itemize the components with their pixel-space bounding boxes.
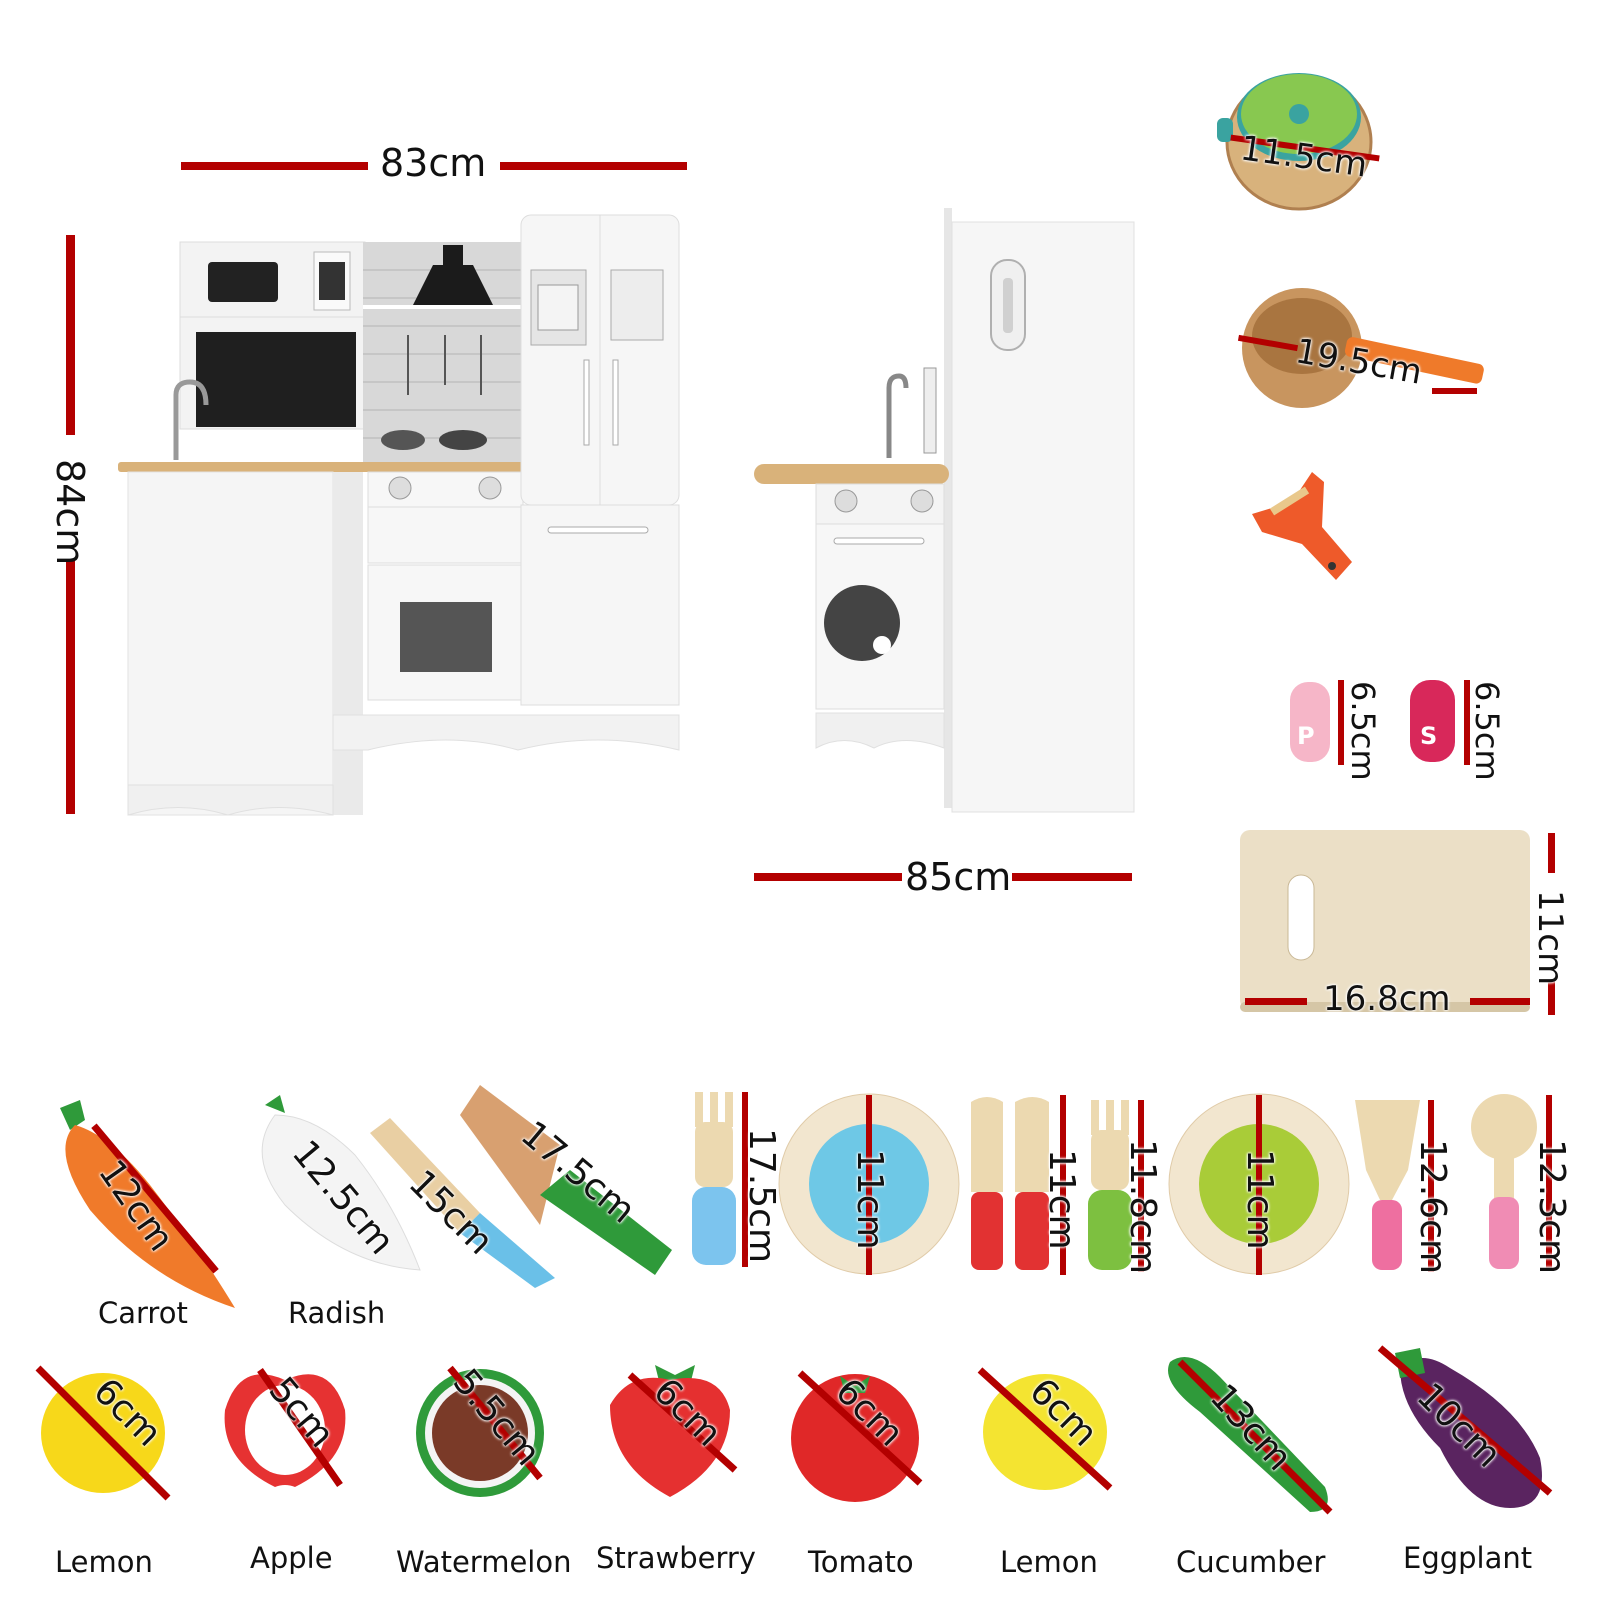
board-height-dimension-line-bottom (1548, 980, 1555, 1015)
blue-plate-dimension-line (866, 1095, 872, 1275)
board-width-label: 16.8cm (1323, 979, 1451, 1019)
blue-plate-size-label: 11cm (849, 1149, 890, 1250)
height-dimension-line-top (66, 235, 75, 435)
large-knife-illustration (460, 1085, 672, 1275)
kitchen-front-illustration (118, 214, 680, 816)
pepper-shaker-dimension-line (1338, 680, 1344, 765)
width-dimension-line-right (500, 162, 687, 170)
tomato-illustration (791, 1370, 923, 1502)
salt-shaker-size-label: 6.5cm (1468, 681, 1506, 781)
pepper-shaker-size-label: 6.5cm (1344, 681, 1382, 781)
kitchen-depth-label: 85cm (905, 855, 1012, 899)
depth-dimension-line-right (1012, 873, 1132, 881)
board-height-dimension-line-top (1548, 833, 1555, 873)
green-plate-size-label: 11cm (1239, 1149, 1280, 1250)
fruit-name-label-strawberry: Strawberry (596, 1541, 756, 1575)
small-knife-illustration (370, 1118, 555, 1288)
fruit-name-label-tomato: Tomato (808, 1545, 914, 1579)
pan-illustration (1242, 288, 1484, 408)
red-knives-illustration (971, 1097, 1049, 1270)
strawberry-illustration (610, 1365, 738, 1497)
pepper-shaker-illustration (1290, 682, 1330, 762)
spatula-dimension-line (1428, 1100, 1434, 1272)
fruit-name-label-watermelon: Watermelon (396, 1545, 572, 1579)
pan-dimension-line-right (1432, 388, 1477, 394)
cucumber-illustration (1168, 1357, 1333, 1515)
blue-fork-illustration (692, 1092, 736, 1265)
spatula-size-label: 12.6cm (1412, 1139, 1453, 1275)
eggplant-illustration (1377, 1345, 1553, 1508)
radish-illustration (261, 1095, 421, 1271)
lemon-illustration (35, 1365, 171, 1501)
height-dimension-line-bottom (66, 560, 75, 814)
spatula-illustration (1355, 1100, 1420, 1270)
spoon-dimension-line (1546, 1095, 1552, 1270)
fruit-name-label-apple: Apple (250, 1541, 333, 1575)
carrot-name-label: Carrot (98, 1296, 188, 1330)
salt-shaker-letter: S (1420, 722, 1438, 750)
apple-illustration (224, 1368, 346, 1487)
green-fork-illustration (1088, 1100, 1132, 1270)
spoon-size-label: 12.3cm (1531, 1139, 1572, 1275)
fruit-name-label-cucumber: Cucumber (1176, 1545, 1326, 1579)
board-width-dimension-line-left (1245, 998, 1307, 1005)
carrot-illustration (60, 1100, 235, 1308)
green-fork-dimension-line (1138, 1100, 1144, 1272)
depth-dimension-line-left (754, 873, 902, 881)
green-plate-dimension-line (1256, 1095, 1262, 1275)
salt-shaker-dimension-line (1464, 680, 1470, 765)
kitchen-width-label: 83cm (380, 141, 487, 185)
cutting-board-illustration (1240, 830, 1530, 1012)
fruit-name-label-lemon-2: Lemon (1000, 1545, 1098, 1579)
kitchen-side-illustration (754, 208, 1135, 813)
radish-name-label: Radish (288, 1296, 386, 1330)
salt-shaker-illustration (1410, 680, 1455, 762)
blue-fork-size-label: 17.5cm (741, 1128, 782, 1264)
width-dimension-line-left (181, 162, 368, 170)
board-width-dimension-line-right (1470, 998, 1530, 1005)
kitchen-height-label: 84cm (48, 459, 92, 566)
pepper-shaker-letter: P (1297, 722, 1315, 750)
board-height-label: 11cm (1530, 890, 1570, 986)
watermelon-illustration (416, 1365, 544, 1497)
peeler-illustration (1252, 472, 1352, 580)
red-knives-dimension-line (1060, 1095, 1066, 1275)
spoon-illustration (1471, 1094, 1537, 1269)
fruit-name-label-eggplant: Eggplant (1403, 1541, 1533, 1575)
lemon-illustration-2 (977, 1367, 1113, 1491)
red-knives-size-label: 11cm (1041, 1149, 1082, 1250)
green-fork-size-label: 11.8cm (1122, 1139, 1163, 1275)
blue-fork-dimension-line (742, 1092, 748, 1267)
fruit-name-label-lemon-1: Lemon (55, 1545, 153, 1579)
